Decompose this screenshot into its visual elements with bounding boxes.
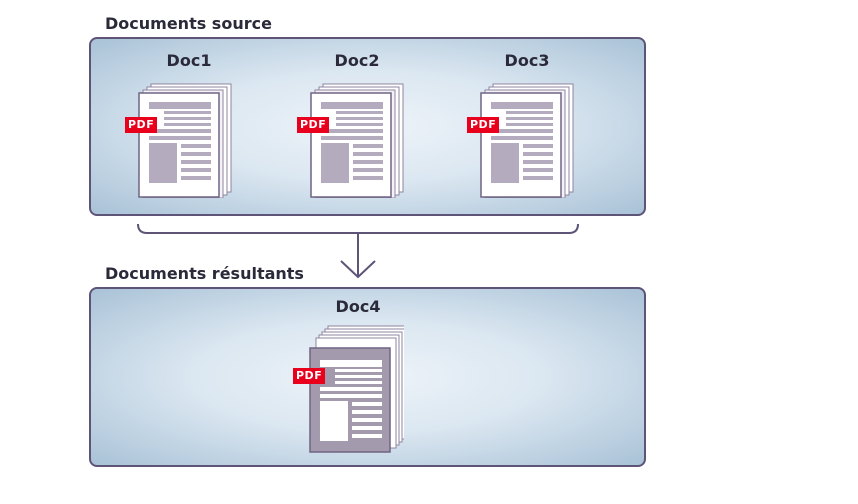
source-section-label: Documents source <box>105 14 272 33</box>
doc4-merged-pdf-document-icon: PDF <box>292 324 404 453</box>
doc3-pdf-badge: PDF <box>467 117 500 133</box>
doc1-pdf-document-icon: PDF <box>121 80 233 198</box>
result-section-label: Documents résultants <box>105 264 304 283</box>
doc3-pdf-document-icon: PDF <box>463 80 575 198</box>
doc4-title: Doc4 <box>335 297 381 316</box>
merge-arrow-head <box>340 260 376 279</box>
doc4-pdf-badge: PDF <box>293 368 326 384</box>
doc3-title: Doc3 <box>504 51 550 70</box>
doc1-title: Doc1 <box>166 51 212 70</box>
doc2-title: Doc2 <box>334 51 380 70</box>
doc1-pdf-badge: PDF <box>125 117 158 133</box>
doc2-pdf-badge: PDF <box>297 117 330 133</box>
result-documents-panel: Doc4 <box>89 287 646 467</box>
doc2-pdf-document-icon: PDF <box>293 80 405 198</box>
source-documents-panel: Doc1 Doc2 Doc3 <box>89 37 646 216</box>
merge-bracket <box>137 223 579 234</box>
